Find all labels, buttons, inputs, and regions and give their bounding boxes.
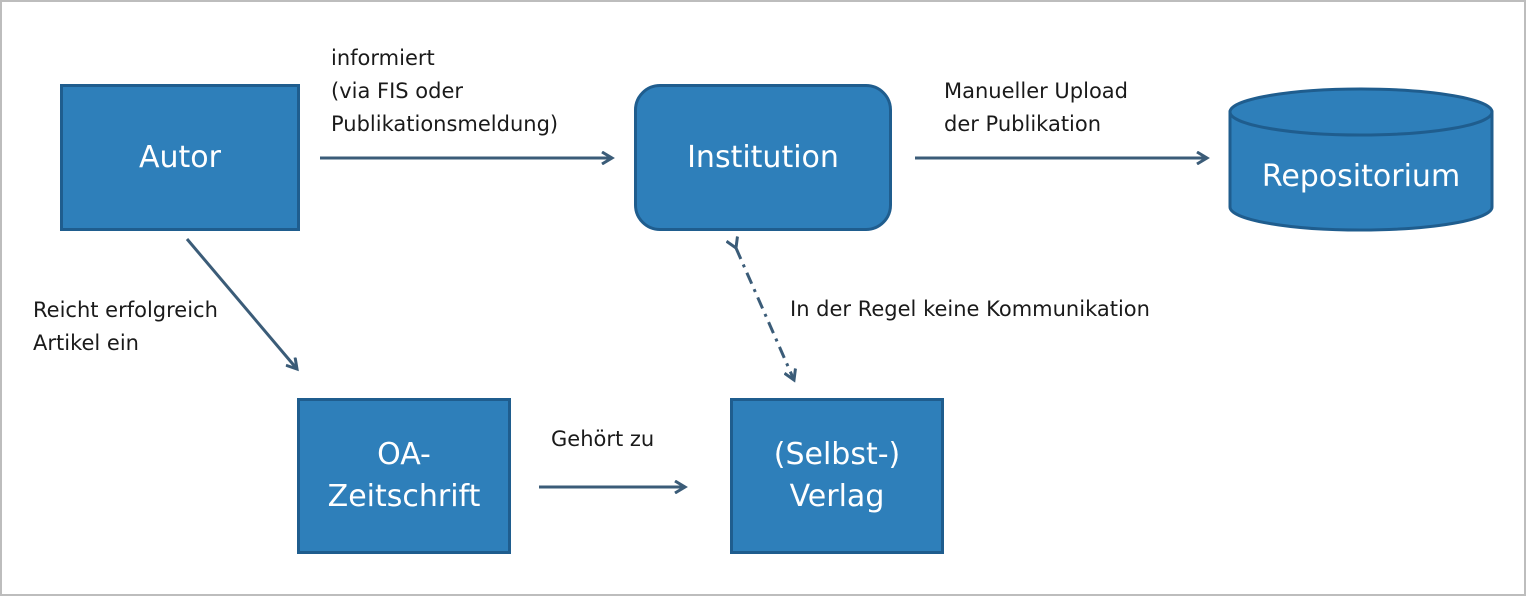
node-verlag-label: (Selbst-) Verlag [773,437,901,514]
node-autor: Autor [60,84,300,231]
node-oa-zeitschrift: OA- Zeitschrift [297,398,511,554]
arrow-institution-verlag-dashdot [736,248,794,380]
edge-label-manueller-upload: Manueller Upload der Publikation [944,79,1129,136]
edge-label-keine-kommunikation: In der Regel keine Kommunikation [790,297,1150,321]
node-repositorium-label: Repositorium [1261,159,1461,194]
node-institution-label: Institution [687,139,839,175]
edge-label-reicht-ein: Reicht erfolgreich Artikel ein [33,298,218,355]
node-autor-label: Autor [139,139,221,175]
edge-label-gehoert-zu: Gehört zu [551,427,655,451]
node-institution: Institution [634,84,892,231]
node-verlag: (Selbst-) Verlag [730,398,944,554]
repositorium-cylinder-shape [1228,87,1494,232]
node-oa-zeitschrift-label: OA- Zeitschrift [327,437,481,514]
arrow-autor-oa-zeitschrift [185,238,297,369]
edge-label-informiert: informiert (via FIS oder Publikationsmel… [331,46,559,136]
